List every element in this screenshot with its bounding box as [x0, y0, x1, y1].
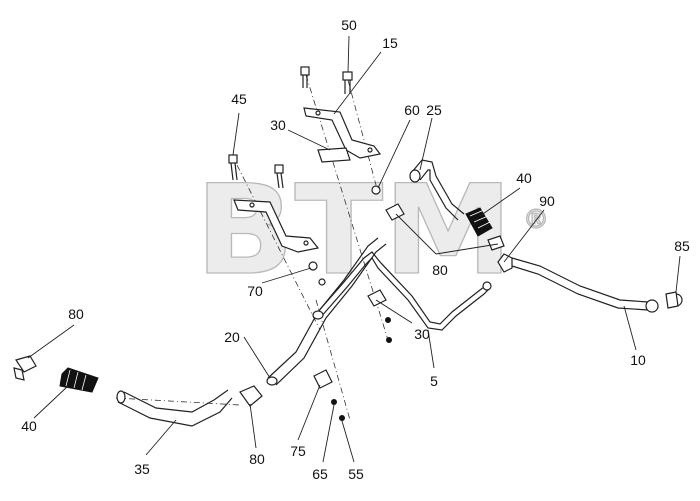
bracket-left [233, 199, 320, 253]
bolt-upper [300, 66, 310, 88]
axis-line [115, 397, 241, 406]
nut-65 [331, 399, 337, 405]
sleeve-40-lower [59, 367, 99, 393]
bolt-left-2 [274, 164, 284, 189]
clamp-80-left [13, 355, 37, 381]
callout-75: 75 [290, 443, 306, 459]
hose-35 [116, 389, 233, 427]
callout-15: 15 [382, 35, 398, 51]
bolt-50 [342, 71, 353, 94]
callout-30-upper: 30 [270, 117, 286, 133]
tube-25 [409, 159, 465, 221]
callout-10: 10 [630, 352, 646, 368]
callout-80-center: 80 [432, 262, 448, 278]
callout-55: 55 [348, 466, 364, 482]
callout-90: 90 [539, 193, 555, 209]
callout-65: 65 [312, 466, 328, 482]
callout-80-bottom: 80 [249, 451, 265, 467]
axis-line [347, 79, 377, 186]
tube-10 [511, 257, 659, 313]
clamp-80-upper [487, 235, 505, 251]
bracket-30-right [367, 289, 392, 343]
callout-40-lower: 40 [21, 418, 37, 434]
callout-labels: 50 15 45 30 60 25 40 90 85 80 70 30 20 5… [21, 17, 690, 482]
callout-20: 20 [224, 329, 240, 345]
sleeve-40-upper [465, 207, 493, 237]
tube-5 [312, 251, 492, 331]
bracket-15 [303, 107, 382, 163]
callout-35: 35 [134, 461, 150, 477]
watermark: BTM ® [194, 158, 549, 303]
clamp-85 [665, 291, 683, 309]
callout-30-lower: 30 [414, 326, 430, 342]
bracket-75 [313, 369, 333, 389]
clamp-80-bottom [239, 385, 263, 407]
callout-5: 5 [430, 373, 438, 389]
callout-45: 45 [231, 91, 247, 107]
nut-55 [339, 415, 345, 421]
leader-lines [27, 35, 681, 463]
fitting-90 [497, 253, 513, 273]
callout-25: 25 [426, 102, 442, 118]
axis-line [236, 164, 321, 331]
callout-80-left: 80 [68, 306, 84, 322]
callout-50: 50 [341, 17, 357, 33]
callout-40-upper: 40 [516, 170, 532, 186]
clamp-upper-left [385, 203, 405, 221]
callout-70: 70 [247, 283, 263, 299]
callout-60: 60 [404, 102, 420, 118]
callout-85: 85 [674, 238, 690, 254]
assembly-axes [115, 74, 389, 421]
watermark-text: BTM [195, 159, 513, 303]
